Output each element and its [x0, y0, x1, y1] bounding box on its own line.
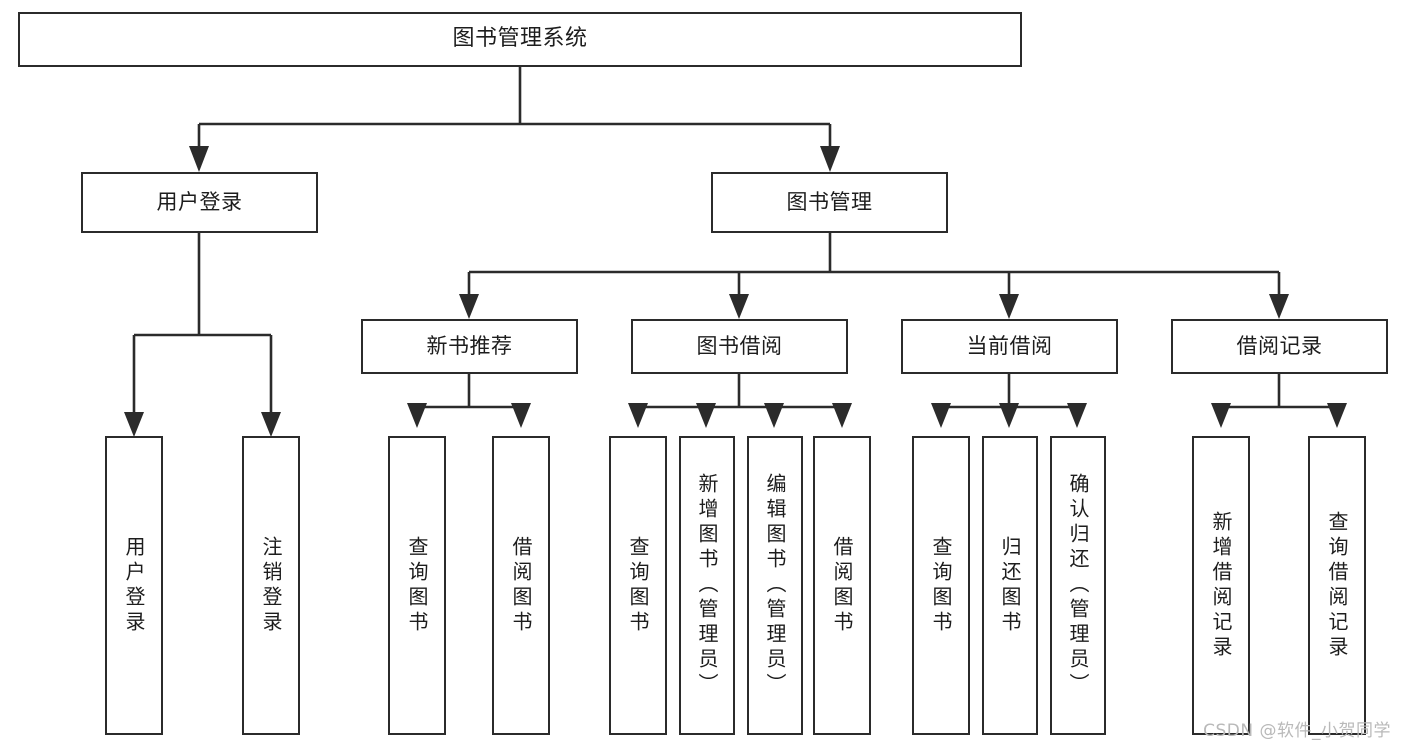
node-borrow-records-label: 借阅记录 — [1236, 333, 1323, 358]
arrowhead-group — [124, 146, 1347, 437]
arrowhead-nb-leaf-1 — [407, 403, 427, 428]
arrowhead-br-leaf-1 — [1211, 403, 1231, 428]
node-user-login[interactable]: 用户登录 — [81, 172, 318, 233]
node-leaf-logout[interactable]: 注销登录 — [242, 436, 300, 735]
node-leaf-cb-return-book[interactable]: 归还图书 — [982, 436, 1038, 735]
node-book-borrow[interactable]: 图书借阅 — [631, 319, 848, 374]
node-root-book-management-system[interactable]: 图书管理系统 — [18, 12, 1022, 67]
node-leaf-bb-add-book[interactable]: 新增图书（管理员） — [679, 436, 735, 735]
node-borrow-records[interactable]: 借阅记录 — [1171, 319, 1388, 374]
arrowhead-book-manage — [820, 146, 840, 172]
arrowhead-leaf-logout — [261, 412, 281, 437]
arrowhead-records — [1269, 294, 1289, 319]
arrowhead-leaf-user-login — [124, 412, 144, 437]
node-current-borrow[interactable]: 当前借阅 — [901, 319, 1118, 374]
node-leaf-cb-return-book-label: 归还图书 — [998, 535, 1022, 636]
node-book-borrow-label: 图书借阅 — [696, 333, 783, 358]
node-leaf-bb-edit-book[interactable]: 编辑图书（管理员） — [747, 436, 803, 735]
arrowhead-new-book — [459, 294, 479, 319]
node-leaf-nb-query-book-label: 查询图书 — [405, 535, 429, 636]
arrowhead-nb-leaf-2 — [511, 403, 531, 428]
arrowhead-bb-leaf-3 — [764, 403, 784, 428]
arrowhead-current — [999, 294, 1019, 319]
arrowhead-bb-leaf-4 — [832, 403, 852, 428]
node-leaf-bb-edit-book-label: 编辑图书（管理员） — [763, 473, 787, 698]
node-leaf-br-query-record[interactable]: 查询借阅记录 — [1308, 436, 1366, 735]
node-leaf-nb-borrow-book[interactable]: 借阅图书 — [492, 436, 550, 735]
node-current-borrow-label: 当前借阅 — [966, 333, 1053, 358]
node-leaf-cb-confirm-return[interactable]: 确认归还（管理员） — [1050, 436, 1106, 735]
arrowhead-borrow — [729, 294, 749, 319]
node-root-label: 图书管理系统 — [452, 26, 588, 52]
arrowhead-cb-leaf-1 — [931, 403, 951, 428]
node-leaf-bb-add-book-label: 新增图书（管理员） — [695, 473, 719, 698]
node-leaf-bb-query-book-label: 查询图书 — [626, 535, 650, 636]
node-leaf-cb-query-book[interactable]: 查询图书 — [912, 436, 970, 735]
node-new-book-recommend-label: 新书推荐 — [426, 333, 513, 358]
arrowhead-cb-leaf-3 — [1067, 403, 1087, 428]
node-leaf-bb-query-book[interactable]: 查询图书 — [609, 436, 667, 735]
arrowhead-bb-leaf-2 — [696, 403, 716, 428]
node-new-book-recommend[interactable]: 新书推荐 — [361, 319, 578, 374]
node-leaf-br-add-record[interactable]: 新增借阅记录 — [1192, 436, 1250, 735]
node-leaf-br-query-record-label: 查询借阅记录 — [1325, 510, 1349, 661]
node-leaf-cb-confirm-return-label: 确认归还（管理员） — [1066, 473, 1090, 698]
node-leaf-bb-borrow-book[interactable]: 借阅图书 — [813, 436, 871, 735]
node-leaf-br-add-record-label: 新增借阅记录 — [1209, 510, 1233, 661]
node-user-login-label: 用户登录 — [156, 189, 243, 214]
arrowhead-br-leaf-2 — [1327, 403, 1347, 428]
node-leaf-cb-query-book-label: 查询图书 — [929, 535, 953, 636]
node-book-management[interactable]: 图书管理 — [711, 172, 948, 233]
node-leaf-logout-label: 注销登录 — [259, 535, 283, 636]
node-leaf-nb-borrow-book-label: 借阅图书 — [509, 535, 533, 636]
node-book-management-label: 图书管理 — [786, 189, 873, 214]
node-leaf-bb-borrow-book-label: 借阅图书 — [830, 535, 854, 636]
arrowhead-bb-leaf-1 — [628, 403, 648, 428]
node-leaf-nb-query-book[interactable]: 查询图书 — [388, 436, 446, 735]
node-leaf-user-login-label: 用户登录 — [122, 535, 146, 636]
node-leaf-user-login[interactable]: 用户登录 — [105, 436, 163, 735]
arrowhead-cb-leaf-2 — [999, 403, 1019, 428]
arrowhead-user-login — [189, 146, 209, 172]
